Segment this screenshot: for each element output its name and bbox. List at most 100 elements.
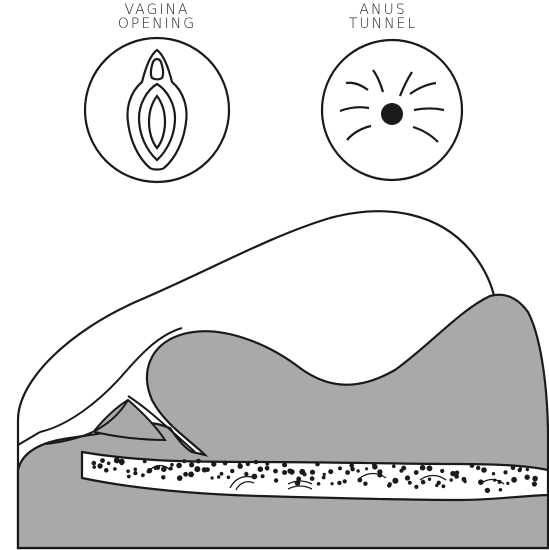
tunnel-dot: [511, 476, 517, 483]
tunnel-dot: [532, 475, 538, 482]
tunnel-dot: [315, 461, 320, 467]
anus-label-line1: ANUS: [359, 2, 407, 18]
tunnel-dot: [245, 461, 251, 467]
anus-icon-line: [398, 71, 413, 97]
tunnel-dot: [372, 462, 377, 467]
tunnel-dot: [363, 481, 368, 486]
tunnel-dot: [100, 458, 105, 463]
tunnel-dot: [238, 462, 242, 466]
tunnel-dot: [481, 467, 487, 473]
tunnel-dot: [349, 463, 355, 468]
tunnel-dot: [273, 478, 279, 483]
anus-tunnel-icon: [320, 38, 464, 182]
tunnel-dot: [316, 482, 321, 486]
tunnel-dot: [182, 459, 187, 464]
vagina-icon-outer: [126, 48, 188, 171]
tunnel-dot: [196, 458, 201, 464]
tunnel-dot: [176, 475, 183, 481]
tunnel-dot: [449, 478, 453, 482]
tunnel-ridge: [229, 475, 256, 489]
tunnel-dot: [419, 464, 426, 471]
tunnel-dot: [183, 471, 189, 477]
tunnel-dot: [517, 468, 522, 473]
tunnel-dot: [161, 466, 167, 473]
tunnel-dot: [106, 461, 111, 466]
tunnel-texture-ridges: [149, 464, 505, 491]
tunnel-ridge: [149, 464, 171, 471]
vagina-opening-icon: [83, 36, 231, 184]
tunnel-dot: [350, 466, 355, 472]
tunnel-dot: [141, 473, 145, 478]
tunnel-dot: [210, 476, 214, 480]
tunnel-dot: [436, 480, 441, 485]
tunnel-dot: [97, 463, 103, 469]
tunnel-dot: [356, 469, 360, 473]
tunnel-dot: [435, 483, 439, 488]
anus-icon-center: [381, 103, 403, 125]
tunnel-dot: [309, 476, 315, 481]
tunnel-dot: [217, 475, 221, 479]
tunnel-dot: [392, 464, 396, 469]
tunnel-dot: [302, 472, 307, 477]
tunnel-dot: [404, 475, 411, 481]
tunnel-dot: [253, 459, 259, 465]
tunnel-dot: [413, 470, 419, 475]
tunnel-dot: [420, 479, 426, 485]
tunnel-dot: [282, 462, 288, 468]
vagina-channel-branch: [127, 395, 196, 453]
anus-icon-circle: [320, 38, 464, 182]
tunnel-dot: [330, 482, 334, 486]
tunnel-ridge: [235, 481, 255, 491]
tunnel-dot: [133, 471, 138, 476]
tunnel-dot: [282, 470, 288, 475]
vagina-icon-top: [149, 57, 165, 81]
tunnel-dot: [401, 465, 407, 471]
tunnel-dot: [345, 470, 350, 475]
tunnel-dot: [407, 480, 412, 485]
tunnel-dot: [260, 474, 265, 479]
tunnel-dot: [176, 462, 182, 469]
tunnel-dot: [226, 475, 231, 480]
vagina-opening-label: VAGINA OPENING: [92, 3, 222, 31]
tunnel-dot: [510, 465, 516, 471]
vagina-label-line2: OPENING: [117, 16, 197, 32]
anus-tunnel-label: ANUS TUNNEL: [328, 3, 438, 31]
tunnel-dot: [113, 467, 117, 471]
tunnel-ridge: [287, 480, 313, 485]
tunnel-dot: [222, 460, 228, 466]
vagina-icon-circle: [83, 36, 231, 184]
vagina-channel-mid: [45, 399, 129, 445]
tunnel-dot: [287, 468, 293, 474]
tunnel-dot: [309, 469, 316, 475]
tunnel-dot: [427, 477, 432, 481]
tunnel-dot: [91, 460, 97, 466]
tunnel-dot: [357, 477, 363, 483]
tunnel-dot: [484, 487, 491, 494]
tunnel-dot: [257, 466, 264, 473]
tunnel-dot: [264, 465, 270, 471]
tunnel-dot: [170, 462, 174, 467]
tunnel-dot: [450, 470, 456, 477]
tunnel-ridge: [419, 474, 447, 481]
tunnel-dot: [441, 484, 446, 489]
tunnel-ridge: [287, 485, 313, 490]
anus-tunnel-band: [80, 450, 549, 502]
tunnel-dot: [476, 465, 481, 471]
tunnel-dot: [414, 484, 419, 489]
anus-icon-line: [339, 106, 370, 113]
tunnel-dot: [365, 467, 369, 471]
tunnel-dot: [126, 474, 131, 479]
vagina-channel-upper: [39, 327, 183, 433]
anus-label-line2: TUNNEL: [348, 16, 418, 32]
tunnel-dot: [337, 480, 342, 486]
vagina-entry: [17, 431, 41, 446]
tunnel-dot: [273, 468, 278, 474]
tunnel-dot: [188, 471, 195, 478]
tunnel-dot: [142, 459, 147, 464]
tunnel-dot: [454, 470, 460, 476]
tunnel-dot: [104, 468, 109, 473]
tunnel-dot: [146, 469, 151, 474]
tunnel-dot: [265, 461, 270, 466]
vagina-icon-core: [147, 94, 167, 150]
